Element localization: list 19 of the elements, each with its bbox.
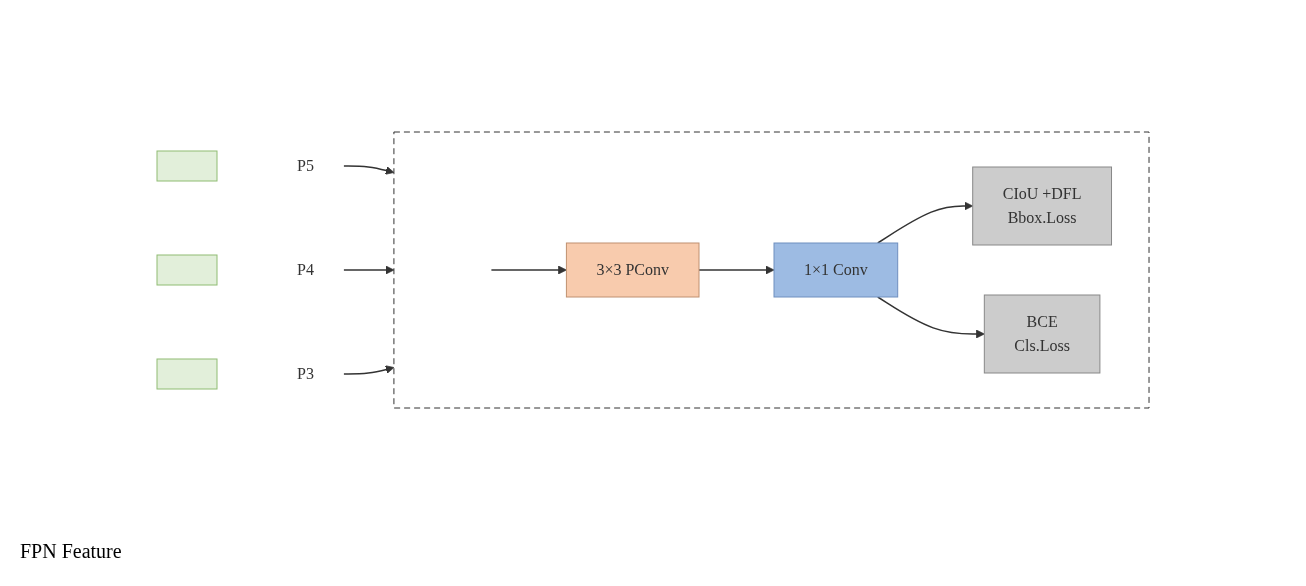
node-box: CIoU +DFL Bbox.Loss: [972, 166, 1112, 246]
node-text: P3: [296, 365, 314, 382]
node-box: BCE Cls.Loss: [983, 294, 1101, 374]
arrow: [343, 165, 395, 175]
arrow: [343, 265, 395, 275]
caption-text: FPN Feature: [20, 540, 123, 563]
node-text: P5: [296, 157, 314, 174]
node-box: [156, 150, 218, 182]
arrow: [877, 201, 974, 244]
node-box: [156, 254, 218, 286]
cluster: [393, 131, 1150, 409]
node-box: [156, 358, 218, 390]
arrow: [490, 265, 567, 275]
node-box: 3×3 PConv: [565, 242, 700, 298]
node-text: P4: [296, 261, 314, 278]
arrow: [343, 365, 395, 375]
arrow: [877, 296, 985, 339]
arrow: [698, 265, 775, 275]
node-box: 1×1 Conv: [773, 242, 899, 298]
